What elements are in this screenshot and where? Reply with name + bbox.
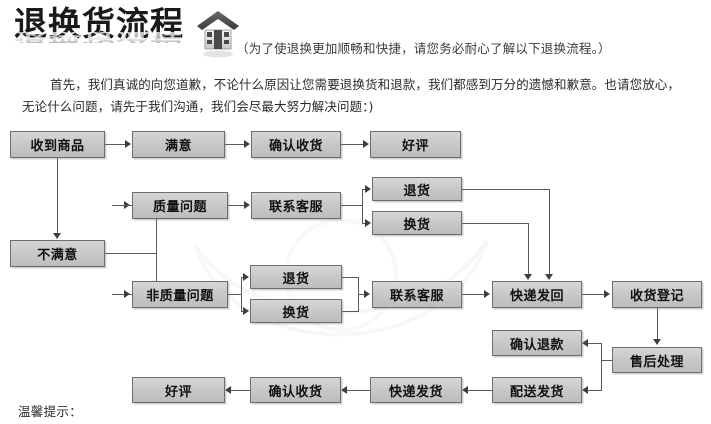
- flow-node-n4: 好评: [370, 131, 461, 158]
- intro-paragraph: 首先，我们真诚的向您道歉，不论什么原因让您需要退换货和退款，我们都感到万分的遗憾…: [22, 77, 681, 114]
- flow-node-n15: 收货登记: [612, 281, 702, 308]
- flow-node-n18: 配送发货: [492, 377, 582, 403]
- page-subtitle: （为了使退换更加顺畅和快捷，请您务必耐心了解以下退换流程。）: [236, 41, 611, 56]
- flow-node-n21: 好评: [132, 377, 225, 403]
- flow-node-n9: 不满意: [10, 240, 105, 267]
- flow-node-n11: 退货: [250, 265, 342, 289]
- page-title-text: 退换货流程: [14, 4, 184, 43]
- flow-node-n2: 满意: [132, 131, 225, 158]
- flow-node-n7: 退货: [372, 177, 462, 201]
- page-title-reflection: 退换货流程: [14, 27, 184, 49]
- flow-node-n3: 确认收货: [251, 131, 341, 158]
- flow-node-n6: 联系客服: [251, 192, 341, 219]
- flow-node-n13: 联系客服: [372, 281, 462, 308]
- flow-node-n17: 售后处理: [612, 347, 702, 373]
- flow-node-n12: 换货: [250, 299, 342, 323]
- flow-node-n1: 收到商品: [10, 131, 105, 158]
- footer-tip: 温馨提示：: [18, 404, 83, 419]
- flow-node-n16: 确认退款: [492, 330, 582, 356]
- flow-node-n10: 非质量问题: [132, 281, 228, 308]
- flow-node-n14: 快递发回: [492, 281, 582, 308]
- flow-node-n20: 确认收货: [250, 377, 341, 403]
- page-title: 退换货流程 退换货流程: [14, 6, 184, 64]
- flow-node-n19: 快递发货: [370, 377, 462, 403]
- house-icon: [197, 11, 239, 58]
- flow-node-n8: 换货: [372, 211, 462, 235]
- flow-node-n5: 质量问题: [132, 192, 228, 219]
